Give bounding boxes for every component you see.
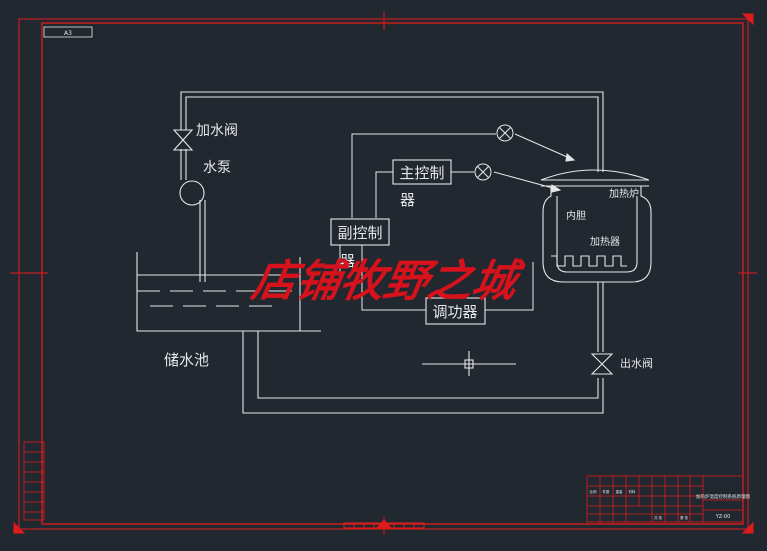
- watermark-text: 店铺牧野之城: [247, 255, 528, 307]
- outlet-valve[interactable]: [590, 353, 614, 375]
- return-pipe-outer: [242, 331, 604, 414]
- sub-controller-label-2: 器: [340, 252, 355, 270]
- temp-sensor-1[interactable]: [496, 124, 514, 142]
- outlet-valve-label: 出水阀: [620, 356, 653, 370]
- storage-tank: [136, 252, 321, 332]
- bypass-fitting: [464, 359, 474, 369]
- return-pipe-inner: [257, 331, 599, 399]
- title-block-title: 加热炉温度控制系统原理图: [696, 493, 750, 500]
- furnace: [540, 169, 652, 283]
- drawing-number: YZ-00: [715, 514, 731, 520]
- control-wiring: [339, 133, 576, 311]
- tb-cell-4: 共 张: [654, 515, 663, 520]
- sheet-size-box: [43, 26, 93, 38]
- tank-label: 储水池: [164, 351, 209, 369]
- tb-cell-5: 第 张: [680, 515, 689, 520]
- revision-strip: [23, 441, 45, 521]
- temp-sensor-2[interactable]: [474, 163, 492, 181]
- tb-cell-1: 件数: [603, 489, 611, 494]
- pump-icon[interactable]: [179, 180, 205, 206]
- pump-label: 水泵: [203, 160, 231, 176]
- add-water-valve-label: 加水阀: [196, 123, 238, 139]
- main-controller-label: 主控制: [399, 164, 444, 182]
- corner-mark-bl: [13, 521, 26, 534]
- sub-controller-box[interactable]: [330, 218, 390, 246]
- supply-pipe-inner: [185, 96, 599, 172]
- heater-label: 加热器: [590, 235, 620, 248]
- main-controller-label-2: 器: [400, 191, 415, 209]
- corner-mark-tr: [741, 13, 754, 26]
- sub-controller-label: 副控制: [337, 224, 382, 242]
- corner-mark-br: [741, 521, 754, 534]
- main-controller-box[interactable]: [392, 159, 452, 185]
- scale-bar: [343, 522, 425, 529]
- supply-pipe-outer: [180, 91, 604, 172]
- tb-cell-3: 材料: [629, 489, 637, 494]
- power-regulator-label: 调功器: [432, 303, 477, 321]
- piping: [180, 91, 604, 414]
- title-block-left-cells: 比例 件数 重量 材料 共 张 第 张: [590, 489, 689, 520]
- liner-label: 内胆: [566, 209, 586, 222]
- furnace-label: 加热炉: [609, 187, 639, 200]
- add-water-valve[interactable]: [172, 129, 194, 151]
- sheet-frame: [10, 12, 757, 535]
- title-block: [586, 475, 744, 523]
- sheet-size-label: A3: [64, 30, 72, 37]
- power-regulator-box[interactable]: [425, 297, 486, 325]
- tb-cell-0: 比例: [590, 489, 598, 494]
- tb-cell-2: 重量: [616, 489, 624, 494]
